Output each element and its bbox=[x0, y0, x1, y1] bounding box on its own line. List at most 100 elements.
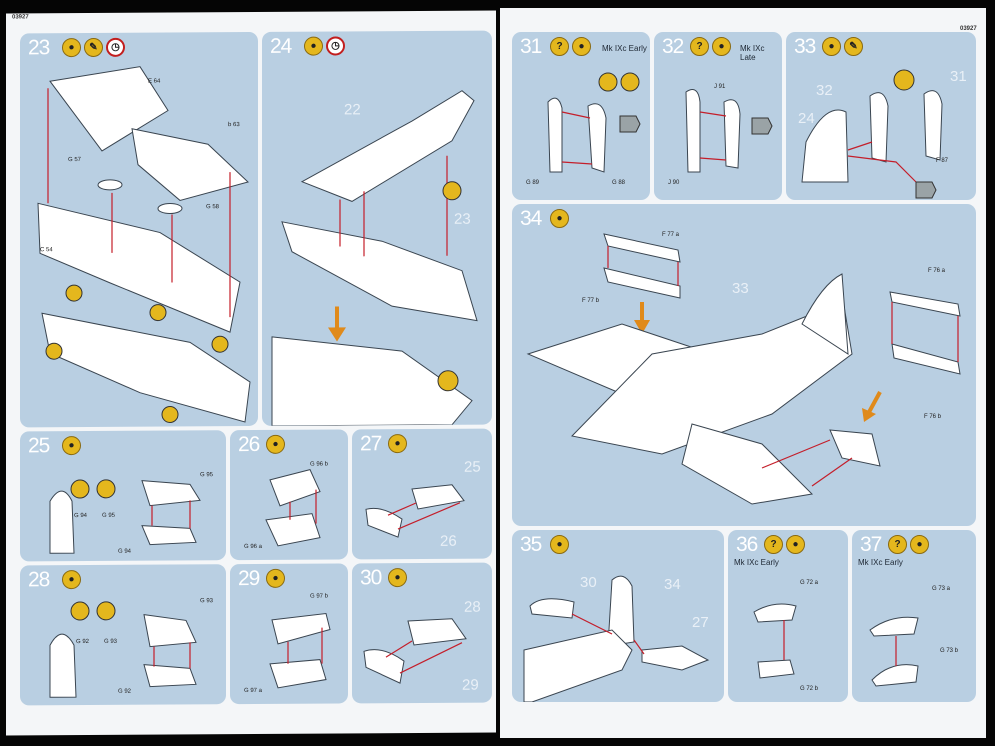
part-label: G 72 a bbox=[800, 580, 819, 586]
part-label: G 93 bbox=[104, 638, 118, 645]
step-32-drawing bbox=[685, 89, 773, 173]
part-label: J 90 bbox=[668, 180, 680, 186]
step-25-panel: 25 ● G 95 G 94 G 95 G 94 bbox=[20, 430, 226, 562]
assembly-ref: 34 bbox=[664, 576, 681, 593]
question-icon: ? bbox=[690, 37, 709, 56]
assembly-ref: 23 bbox=[454, 210, 471, 228]
step-number: 36 bbox=[736, 533, 758, 556]
glue-icon: ● bbox=[550, 535, 569, 554]
glue-icon: ● bbox=[712, 37, 731, 56]
left-page: 03927 12 23 ● ✎ ◷ E 64 b 63 G 57 G 58 C bbox=[6, 10, 496, 736]
part-label: F 77 a bbox=[662, 232, 680, 238]
assembly-ref: 32 bbox=[816, 82, 833, 99]
step-36-drawing bbox=[753, 603, 797, 679]
assembly-ref: 27 bbox=[692, 614, 709, 631]
step-27-panel: 27 ● 25 26 bbox=[352, 428, 492, 560]
assembly-ref: 22 bbox=[344, 101, 361, 119]
part-label: G 92 bbox=[118, 688, 132, 695]
part-label: E 64 bbox=[148, 78, 161, 85]
part-label: G 73 a bbox=[932, 586, 951, 592]
step-33-drawing bbox=[801, 69, 943, 199]
step-24-drawing bbox=[271, 90, 478, 426]
part-label: G 97 b bbox=[310, 593, 329, 600]
step-23-panel: 23 ● ✎ ◷ E 64 b 63 G 57 G 58 C 54 bbox=[20, 31, 258, 428]
step-29-panel: 29 ● G 97 b G 97 a bbox=[230, 563, 348, 705]
step-number: 31 bbox=[520, 35, 542, 58]
assembly-ref: 24 bbox=[798, 110, 815, 127]
step-32-panel: 32 ? ● Mk IXc Late J 91 J 90 bbox=[654, 32, 782, 200]
part-label: G 57 bbox=[68, 157, 82, 164]
part-label: G 58 bbox=[206, 204, 220, 211]
question-icon: ? bbox=[550, 37, 569, 56]
step-number: 35 bbox=[520, 533, 542, 556]
variant-label: Mk IXc Early bbox=[602, 44, 647, 53]
part-label: G 89 bbox=[526, 180, 540, 186]
variant-label: Mk IXc Early bbox=[858, 558, 903, 567]
step-34-panel: 34 ● F 77 a F 77 b 33 F 76 a F 76 bbox=[512, 204, 976, 526]
step-34-drawing bbox=[526, 233, 961, 505]
part-label: F 77 b bbox=[582, 298, 600, 304]
step-number: 32 bbox=[662, 35, 684, 58]
assembly-ref: 29 bbox=[462, 676, 479, 694]
right-page: 03927 13 31 ? ● Mk IXc Early G 89 G 88 3… bbox=[500, 8, 986, 738]
part-label: C 54 bbox=[40, 247, 53, 254]
glue-icon: ● bbox=[550, 209, 569, 228]
part-label: b 63 bbox=[228, 122, 240, 129]
product-code: 03927 bbox=[960, 26, 977, 32]
step-35-panel: 35 ● 30 34 27 bbox=[512, 530, 724, 702]
glue-icon: ● bbox=[786, 535, 805, 554]
assembly-ref: 30 bbox=[580, 574, 597, 591]
glue-icon: ● bbox=[572, 37, 591, 56]
step-24-panel: 24 ● ◷ 22 23 bbox=[262, 30, 492, 426]
assembly-ref: 33 bbox=[732, 280, 749, 297]
part-label: F 76 b bbox=[924, 414, 942, 420]
part-label: G 95 bbox=[102, 512, 116, 519]
step-37-panel: 37 ? ● Mk IXc Early G 73 a G 73 b bbox=[852, 530, 976, 702]
variant-label: Mk IXc Early bbox=[734, 558, 779, 567]
part-label: F 76 a bbox=[928, 268, 946, 274]
step-number: 34 bbox=[520, 207, 542, 230]
step-36-panel: 36 ? ● Mk IXc Early G 72 a G 72 b bbox=[728, 530, 848, 702]
part-label: G 94 bbox=[74, 513, 88, 520]
part-label: G 73 b bbox=[940, 648, 959, 654]
question-icon: ? bbox=[888, 535, 907, 554]
part-label: F 87 bbox=[936, 158, 949, 164]
step-29-drawing bbox=[269, 612, 331, 689]
step-26-drawing bbox=[265, 469, 321, 547]
part-label: G 96 b bbox=[310, 461, 329, 468]
part-label: G 93 bbox=[200, 598, 214, 605]
step-number: 37 bbox=[860, 533, 882, 556]
part-label: G 95 bbox=[200, 472, 214, 479]
step-28-drawing bbox=[49, 601, 197, 698]
step-37-drawing bbox=[869, 616, 919, 687]
assembly-ref: 25 bbox=[464, 458, 481, 476]
step-35-drawing bbox=[523, 575, 710, 702]
part-label: G 88 bbox=[612, 180, 626, 186]
part-label: G 72 b bbox=[800, 686, 819, 692]
step-25-drawing bbox=[49, 479, 201, 554]
part-label: G 92 bbox=[76, 638, 90, 646]
assembly-ref: 28 bbox=[464, 598, 481, 616]
step-28-panel: 28 ● G 93 G 92 G 93 G 92 bbox=[20, 564, 226, 706]
glue-icon: ● bbox=[910, 535, 929, 554]
step-31-panel: 31 ? ● Mk IXc Early G 89 G 88 bbox=[512, 32, 650, 200]
assembly-ref: 26 bbox=[440, 532, 457, 550]
part-label: G 96 a bbox=[244, 543, 263, 551]
part-label: G 97 a bbox=[244, 687, 263, 695]
assembly-ref: 31 bbox=[950, 68, 967, 85]
step-number: 33 bbox=[794, 35, 816, 58]
part-label: J 91 bbox=[714, 84, 726, 90]
step-26-panel: 26 ● G 96 b G 96 a bbox=[230, 429, 348, 561]
step-23-drawing bbox=[37, 66, 251, 423]
part-label: G 94 bbox=[118, 548, 132, 555]
step-31-drawing bbox=[547, 72, 641, 173]
product-code: 03927 bbox=[12, 14, 29, 21]
step-30-drawing bbox=[363, 618, 467, 684]
glue-icon: ● bbox=[822, 37, 841, 56]
step-27-drawing bbox=[365, 484, 465, 538]
variant-label: Mk IXc Late bbox=[740, 44, 765, 62]
step-33-panel: 33 ● ✎ 32 31 24 F 87 bbox=[786, 32, 976, 200]
question-icon: ? bbox=[764, 535, 783, 554]
paint-brush-icon: ✎ bbox=[844, 37, 863, 56]
step-30-panel: 30 ● 28 29 bbox=[352, 562, 492, 704]
